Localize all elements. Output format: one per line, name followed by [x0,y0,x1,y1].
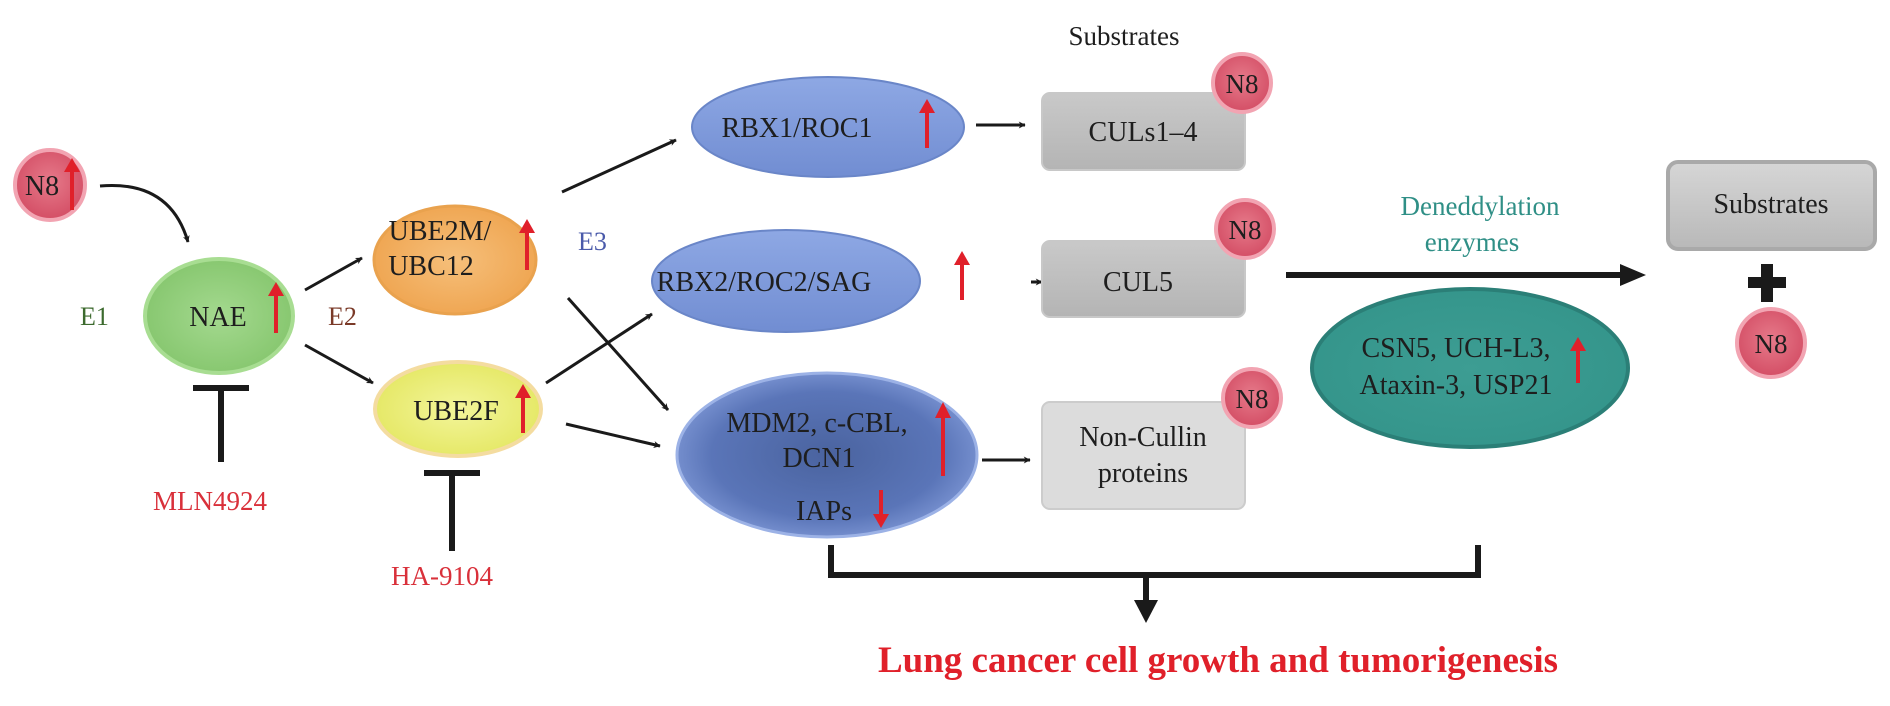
rbx1-up-arrow [919,99,935,148]
ha9104-label: HA-9104 [391,561,493,591]
csn5-up-arrow [1570,337,1586,383]
ube2f-to-mdm2-arrow [565,422,661,448]
deneddylation-label-line1: Deneddylation [1401,191,1560,221]
rbx1-label: RBX1/ROC1 [722,113,873,144]
ube2m-label-line1: UBE2M/ [389,216,492,247]
rbx1-node [691,76,965,178]
n8-badge-cul5-label: N8 [1229,215,1262,245]
n8-right-circle: N8 [1735,307,1807,379]
mdm2-node [675,371,979,539]
rbx2-up-arrow [954,251,970,300]
ube2f-up-arrow [515,384,531,433]
ube2m-to-rbx1-arrow [561,138,677,194]
e3-label: E3 [578,227,607,256]
nae-to-ube2f-arrow [304,343,374,385]
ube2m-to-mdm2-arrow [566,297,670,411]
mln4924-label: MLN4924 [153,486,267,516]
outcome-bracket [828,545,1481,623]
iaps-label: IAPs [796,496,852,527]
mdm2-label-line2: DCN1 [782,443,855,474]
nae-node [143,257,295,375]
n8-label: N8 [25,171,59,202]
ube2f-to-rbx2-arrow [545,312,653,385]
csn5-label-line1: CSN5, UCH-L3, [1361,333,1550,364]
n8-badge-noncullin: N8 [1221,367,1283,429]
substrates-header: Substrates [1069,21,1180,51]
culs1-4-box [1041,92,1246,171]
ha9104-inhibition-bar [424,470,480,551]
deneddylation-main-arrow [1286,264,1646,286]
deneddylation-label-line2: enzymes [1425,227,1519,257]
ube2m-label-line2: UBC12 [388,251,474,282]
cul5-box [1041,240,1246,318]
e1-label: E1 [80,302,109,331]
ube2m-up-arrow [519,219,535,270]
noncullin-box [1041,401,1246,510]
ube2f-node [373,360,543,458]
outcome-label: Lung cancer cell growth and tumorigenesi… [878,640,1558,681]
nae-up-arrow [268,282,284,333]
n8-badge-culs: N8 [1211,52,1273,114]
mdm2-label-line1: MDM2, c-CBL, [726,408,907,439]
noncullin-label-line1: Non-Cullin [1079,422,1207,453]
cul5-label: CUL5 [1103,267,1173,298]
mdm2-up-arrow [935,402,951,476]
iaps-down-arrow [873,490,889,528]
n8-badge-noncullin-label: N8 [1236,384,1269,414]
csn5-node [1310,287,1630,449]
n8-badge-culs-label: N8 [1226,69,1259,99]
noncullin-label-line2: proteins [1098,458,1188,489]
ube2m-node [372,204,538,316]
e2-label: E2 [328,302,357,331]
nae-to-ube2m-arrow [304,256,363,292]
csn5-label-line2: Ataxin-3, USP21 [1360,370,1553,401]
rbx2-label: RBX2/ROC2/SAG [657,267,872,298]
plus-sign [1748,264,1786,302]
ube2f-label: UBE2F [413,396,499,427]
culs1-4-label: CULs1–4 [1089,117,1198,148]
nae-label: NAE [189,302,247,333]
substrates-result-box [1666,160,1877,251]
n8-left-circle-group: N8 [13,148,87,222]
mln4924-inhibition-bar [193,385,249,462]
n8-up-arrow [64,158,80,210]
n8-to-nae-arrow [99,183,190,243]
n8-right-label: N8 [1755,329,1788,359]
n8-badge-cul5: N8 [1214,198,1276,260]
rbx2-node [651,229,921,333]
substrates-result-label: Substrates [1713,189,1828,220]
